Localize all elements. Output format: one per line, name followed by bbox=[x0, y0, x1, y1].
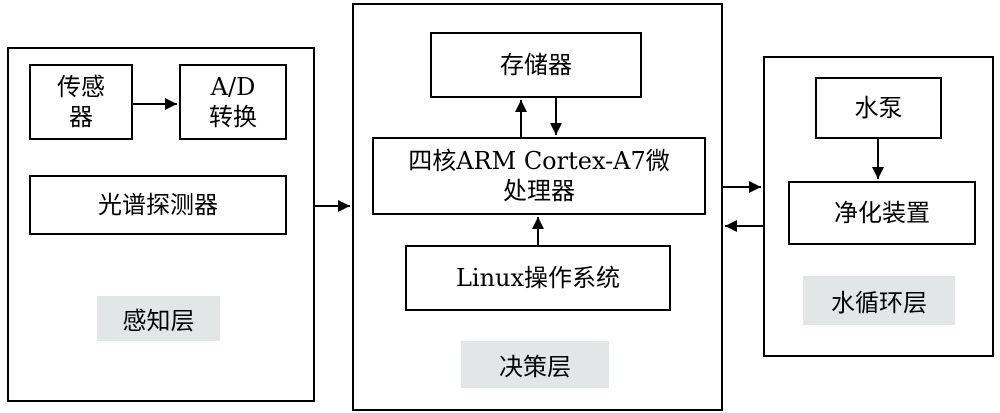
perception-layer-label: 感知层 bbox=[97, 296, 220, 341]
decision-layer-label: 决策层 bbox=[461, 341, 609, 388]
sensor-box: 传感 器 bbox=[29, 64, 133, 140]
memory-box: 存储器 bbox=[430, 32, 642, 98]
os-box: Linux操作系统 bbox=[405, 245, 671, 311]
ad-converter-box: A/D 转换 bbox=[179, 64, 287, 140]
pump-box: 水泵 bbox=[815, 77, 942, 139]
spectrum-detector-box: 光谱探测器 bbox=[29, 175, 287, 235]
purifier-box: 净化装置 bbox=[788, 181, 976, 245]
water-layer-label: 水循环层 bbox=[803, 276, 955, 325]
cpu-box: 四核ARM Cortex-A7微 处理器 bbox=[372, 137, 706, 215]
